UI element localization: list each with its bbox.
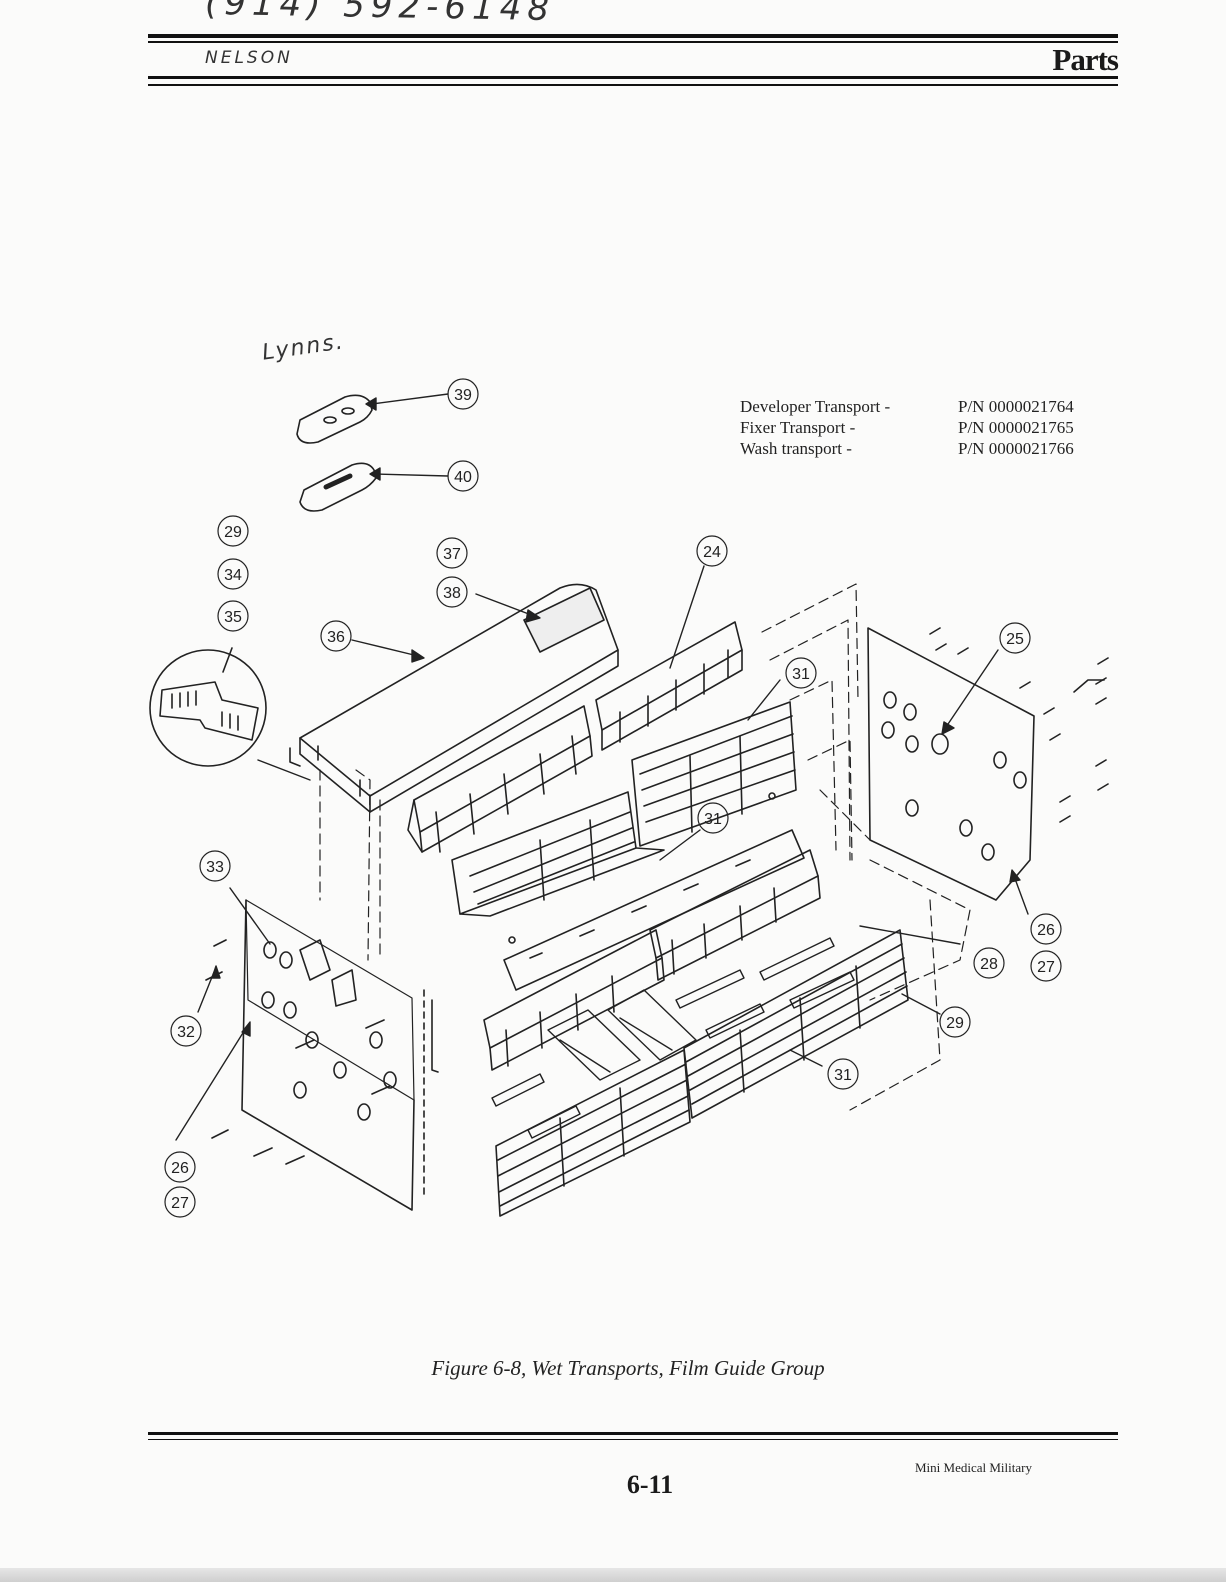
- callout-31: 31: [698, 803, 728, 833]
- page-number: 6-11: [600, 1470, 700, 1500]
- callout-24: 24: [697, 536, 727, 566]
- callout-label: 31: [704, 811, 722, 828]
- callout-28: 28: [974, 948, 1004, 978]
- callout-27: 27: [1031, 951, 1061, 981]
- callout-34: 34: [218, 559, 248, 589]
- callout-29: 29: [940, 1007, 970, 1037]
- callout-31: 31: [786, 658, 816, 688]
- callout-29: 29: [218, 516, 248, 546]
- footer-rule: [148, 1439, 1118, 1440]
- rack-section-24: [596, 622, 742, 750]
- callout-32: 32: [171, 1016, 201, 1046]
- callout-label: 27: [1037, 959, 1055, 976]
- callout-40: 40: [448, 461, 478, 491]
- crossover-rack: [408, 706, 592, 852]
- callout-label: 39: [454, 387, 472, 404]
- callout-label: 27: [171, 1195, 189, 1212]
- callout-33: 33: [200, 851, 230, 881]
- callout-38: 38: [437, 577, 467, 607]
- callout-26: 26: [1031, 914, 1061, 944]
- alignment-lines: [320, 584, 970, 1110]
- callout-36: 36: [321, 621, 351, 651]
- callout-label: 25: [1006, 631, 1024, 648]
- callout-label: 40: [454, 469, 472, 486]
- callout-label: 31: [792, 666, 810, 683]
- callout-39: 39: [448, 379, 478, 409]
- film-guide-lower-left: [452, 792, 664, 916]
- rack-section-middle: [650, 850, 820, 980]
- guide-shoe-39: [297, 395, 372, 443]
- callout-label: 29: [224, 524, 242, 541]
- callout-37: 37: [437, 538, 467, 568]
- side-plate-right: [868, 628, 1108, 900]
- callout-label: 32: [177, 1024, 195, 1041]
- guide-shoe-40: [300, 463, 376, 511]
- footer-rule: [148, 1432, 1118, 1435]
- callout-label: 37: [443, 546, 461, 563]
- callout-27: 27: [165, 1187, 195, 1217]
- callout-label: 29: [946, 1015, 964, 1032]
- detail-circle: [150, 245, 266, 766]
- callout-26: 26: [165, 1152, 195, 1182]
- callout-label: 28: [980, 956, 998, 973]
- callout-label: 33: [206, 859, 224, 876]
- callout-35: 35: [218, 601, 248, 631]
- leader-lines: [176, 394, 1028, 1140]
- callout-label: 26: [171, 1160, 189, 1177]
- side-plate-left: [206, 900, 438, 1210]
- figure-caption: Figure 6-8, Wet Transports, Film Guide G…: [0, 1356, 1226, 1381]
- callout-31: 31: [828, 1059, 858, 1089]
- callout-label: 36: [327, 629, 345, 646]
- callout-label: 34: [224, 567, 242, 584]
- callout-label: 31: [834, 1067, 852, 1084]
- callout-label: 24: [703, 544, 721, 561]
- callout-label: 38: [443, 585, 461, 602]
- callout-label: 35: [224, 609, 242, 626]
- callout-25: 25: [1000, 623, 1030, 653]
- bottom-rack: [496, 1050, 690, 1216]
- footer-product-name: Mini Medical Military: [915, 1460, 1032, 1476]
- scan-edge: [0, 1568, 1226, 1582]
- callout-label: 26: [1037, 922, 1055, 939]
